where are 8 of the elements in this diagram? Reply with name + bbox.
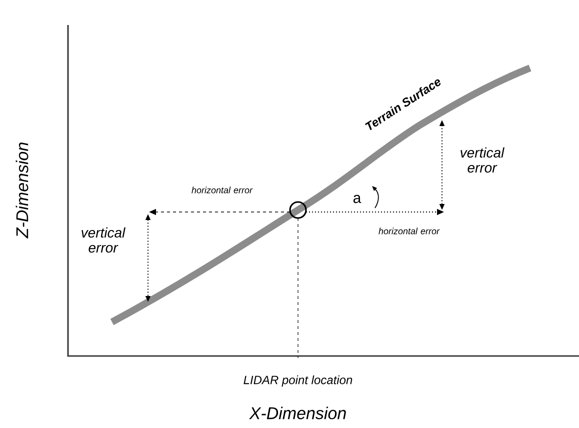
error-label: vertical error bbox=[82, 227, 126, 253]
error-label: horizontal error bbox=[378, 228, 440, 234]
axis-label: X-Dimension bbox=[249, 406, 346, 420]
angle-label: a bbox=[353, 194, 362, 204]
error-label: vertical error bbox=[460, 147, 504, 173]
axis-label: Z-Dimension bbox=[16, 142, 28, 238]
point-label: LIDAR point location bbox=[244, 375, 352, 387]
error-label: horizontal error bbox=[192, 186, 253, 194]
